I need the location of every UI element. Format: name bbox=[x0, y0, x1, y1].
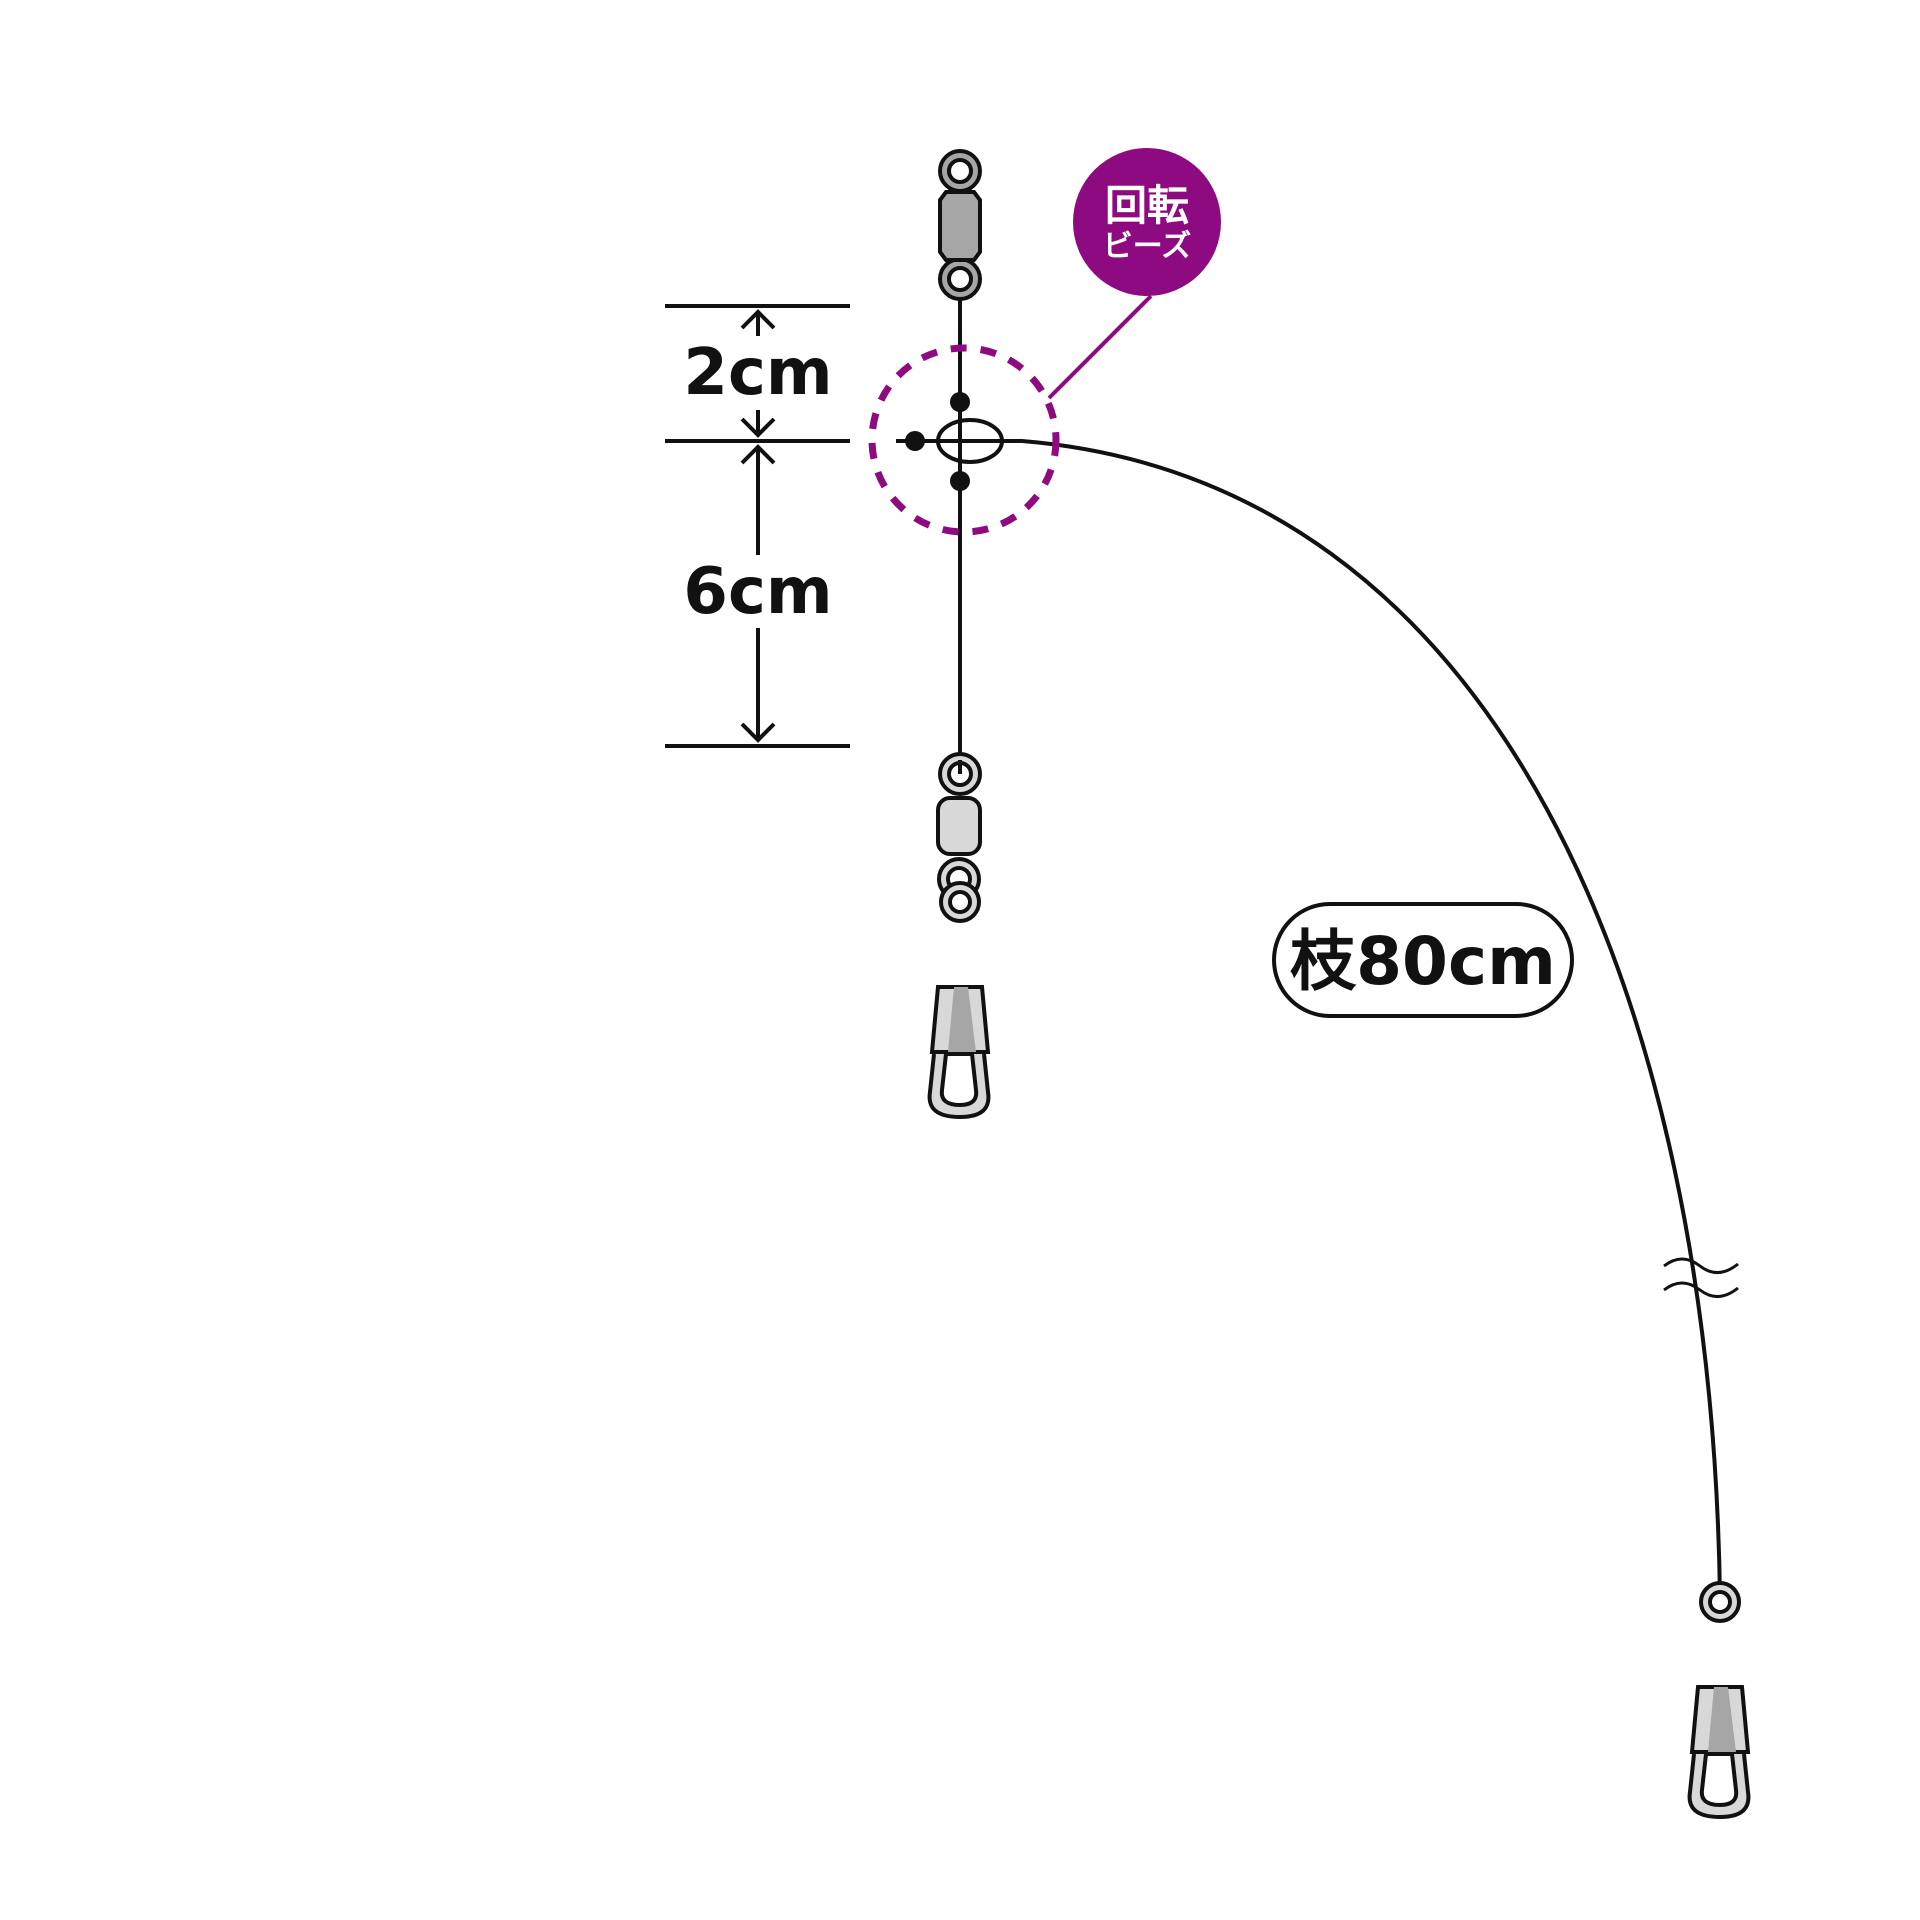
branch-label-pill bbox=[1272, 902, 1574, 1018]
bead-highlight-circle bbox=[868, 344, 1060, 536]
dimension-markers bbox=[665, 304, 850, 748]
main-snap-icon bbox=[927, 881, 991, 1119]
branch-length-label: 枝80cm bbox=[1290, 923, 1556, 1000]
badge-subtitle: ビーズ bbox=[1103, 229, 1192, 264]
branch-line bbox=[1000, 439, 1722, 1599]
bottom-swivel-icon bbox=[936, 752, 982, 901]
badge-circle bbox=[1073, 148, 1221, 296]
line-break-icon bbox=[1663, 1257, 1739, 1298]
dimension-lower-label: 6cm bbox=[683, 555, 832, 629]
rotating-bead-icon bbox=[896, 392, 1004, 491]
dimension-upper-label: 2cm bbox=[683, 336, 832, 410]
branch-snap-icon bbox=[1687, 1581, 1751, 1819]
top-swivel-icon bbox=[938, 149, 982, 301]
badge-leader-line bbox=[1047, 294, 1153, 400]
badge-title: 回転 bbox=[1105, 181, 1189, 230]
